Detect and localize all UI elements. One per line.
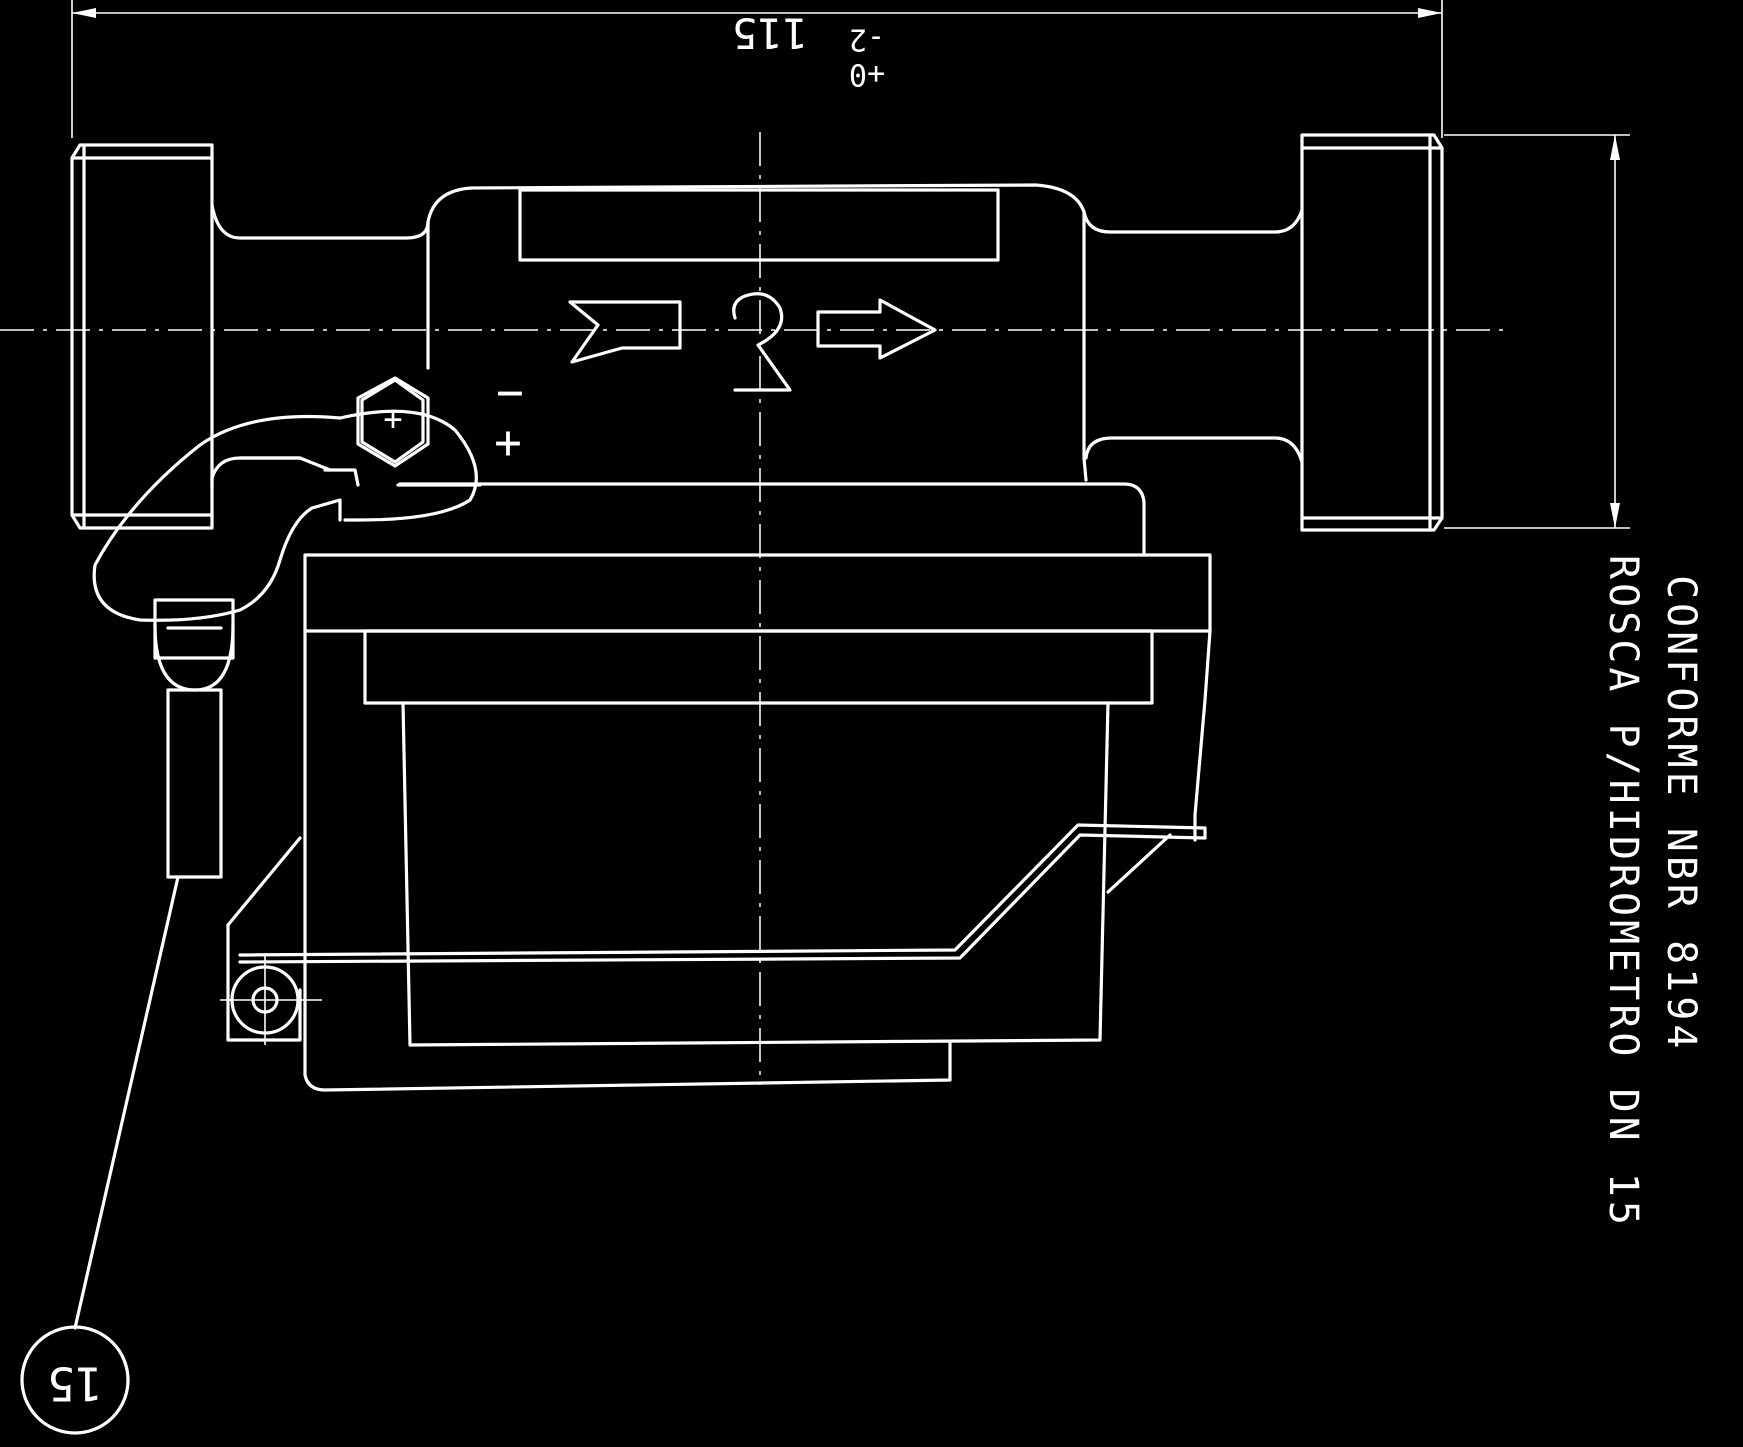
overall-length-dimension: 115 -2 +0 xyxy=(71,0,1443,138)
polarity-signs: − + xyxy=(494,365,524,469)
plus-sign: + xyxy=(494,415,522,469)
part-balloon-15: 15 xyxy=(20,875,180,1435)
note-thread-spec: ROSCA P/HIDROMETRO DN 15 xyxy=(1600,555,1646,1229)
dimension-value-115: 115 xyxy=(732,9,808,58)
tolerance-lower: -2 xyxy=(849,22,885,57)
seal-wire xyxy=(92,409,482,622)
flow-arrow-icon xyxy=(816,298,937,360)
meter-housing xyxy=(226,553,1212,1092)
brand-symbol xyxy=(732,292,792,392)
nut-sign: + xyxy=(383,400,402,438)
right-threaded-connection xyxy=(1300,133,1444,532)
hex-nut-icon: + xyxy=(356,376,430,468)
inlet-arrow-icon xyxy=(568,300,682,364)
seal-plug xyxy=(153,598,235,879)
minus-sign: − xyxy=(496,365,524,419)
note-thread-standard: CONFORME NBR 8194 xyxy=(1658,575,1704,1052)
thread-height-dimension xyxy=(1444,134,1630,529)
tolerance-upper: +0 xyxy=(849,57,885,92)
mounting-hole-icon xyxy=(220,955,322,1045)
meter-body xyxy=(210,183,1304,557)
balloon-number: 15 xyxy=(47,1357,102,1411)
left-threaded-connection xyxy=(70,143,214,530)
